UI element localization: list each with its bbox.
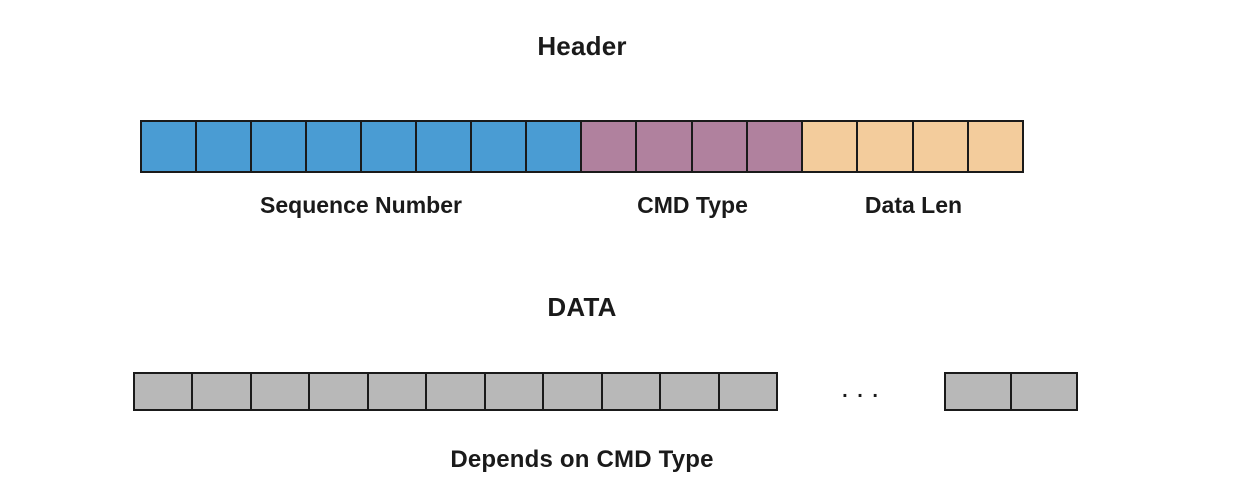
header-byte-row — [140, 120, 1024, 173]
header-cell-sequence-number — [305, 120, 362, 173]
header-cell-sequence-number — [525, 120, 582, 173]
data-cell — [249, 372, 311, 411]
segment-data-len — [801, 120, 1024, 173]
segment-sequence-number — [140, 120, 582, 173]
header-cell-cmd-type — [580, 120, 638, 173]
data-cell — [1010, 372, 1078, 411]
header-cell-sequence-number — [360, 120, 417, 173]
data-cell — [542, 372, 603, 411]
header-cell-cmd-type — [635, 120, 693, 173]
header-cell-sequence-number — [250, 120, 307, 173]
header-cell-data-len — [966, 120, 1024, 173]
segment-label-cmd-type: CMD Type — [637, 192, 748, 218]
header-cell-cmd-type — [690, 120, 748, 173]
data-main-block — [133, 372, 778, 411]
data-cell — [659, 372, 720, 411]
header-section-title: Header — [537, 31, 627, 61]
segment-label-sequence-number: Sequence Number — [260, 192, 462, 218]
data-cell — [308, 372, 369, 411]
data-tail-block — [944, 372, 1078, 411]
header-cell-sequence-number — [415, 120, 472, 173]
header-cell-cmd-type — [745, 120, 803, 173]
data-byte-row: . . . — [133, 372, 1078, 411]
segment-cmd-type — [580, 120, 803, 173]
header-cell-data-len — [911, 120, 969, 173]
header-cell-sequence-number — [140, 120, 197, 173]
data-cell — [600, 372, 662, 411]
header-cell-data-len — [856, 120, 914, 173]
segment-label-data-len: Data Len — [864, 192, 963, 218]
data-cell — [483, 372, 545, 411]
data-cell — [944, 372, 1012, 411]
header-cell-data-len — [801, 120, 859, 173]
header-segment-labels: Sequence Number CMD Type Data Len — [140, 192, 1024, 219]
header-cell-sequence-number — [195, 120, 252, 173]
data-cell — [133, 372, 194, 411]
ellipsis-dots: . . . — [842, 380, 880, 402]
data-caption: Depends on CMD Type — [450, 446, 714, 473]
data-cell — [425, 372, 486, 411]
data-cell — [366, 372, 428, 411]
data-section-title: DATA — [547, 292, 617, 322]
data-cell — [191, 372, 252, 411]
header-cell-sequence-number — [470, 120, 527, 173]
data-cell — [717, 372, 778, 411]
